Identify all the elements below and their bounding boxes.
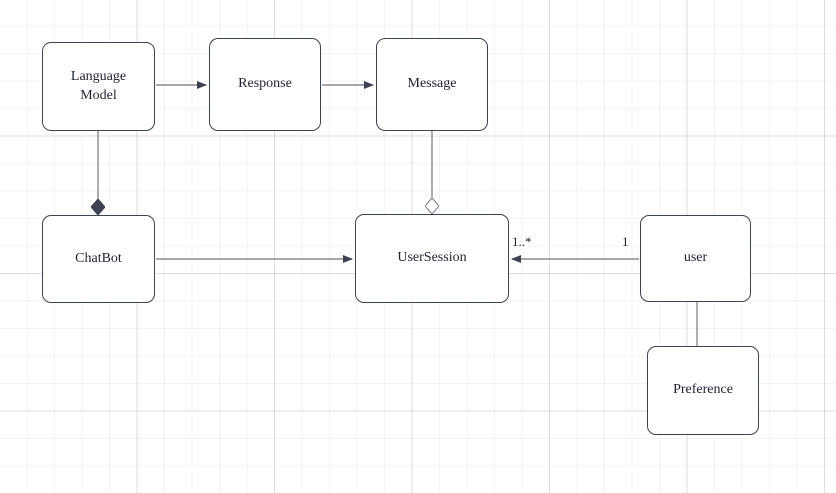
node-usersession-label: UserSession — [397, 250, 467, 266]
node-preference[interactable]: Preference — [647, 346, 759, 435]
node-language-model-label: Language Model — [70, 69, 127, 103]
node-preference-label: Preference — [673, 382, 733, 398]
multiplicity-label-user-side: 1 — [622, 234, 629, 249]
node-usersession[interactable]: UserSession — [355, 214, 509, 303]
node-message[interactable]: Message — [376, 38, 488, 131]
node-chatbot-label: ChatBot — [75, 250, 122, 266]
node-response[interactable]: Response — [209, 38, 321, 131]
node-chatbot[interactable]: ChatBot — [42, 215, 155, 303]
node-user-label: user — [683, 250, 708, 266]
node-user[interactable]: user — [640, 215, 751, 302]
multiplicity-label-usersession-side: 1..* — [512, 234, 532, 249]
node-message-label: Message — [407, 76, 457, 92]
node-response-label: Response — [238, 76, 292, 92]
node-language-model[interactable]: Language Model — [42, 42, 155, 131]
